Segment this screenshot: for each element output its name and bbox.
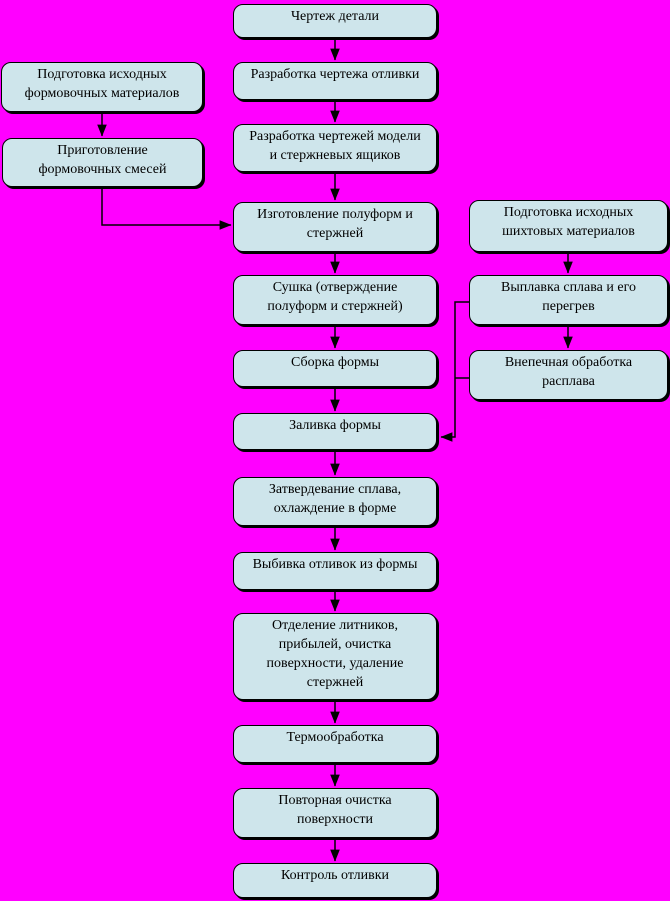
node-charge-materials-prep: Подготовка исходных шихтовых материалов [469,200,668,252]
node-label: Приготовление формовочных смесей [38,143,167,177]
node-label: Изготовление полуформ и стержней [257,207,413,241]
node-label: Выплавка сплава и его перегрев [501,280,636,314]
node-mold-core-making: Изготовление полуформ и стержней [233,202,437,252]
node-alloy-melting-superheat: Выплавка сплава и его перегрев [469,275,668,325]
node-drying-curing: Сушка (отверждение полуформ и стержней) [233,275,437,325]
node-repeat-surface-cleaning: Повторная очистка поверхности [233,788,437,838]
node-label: Затвердевание сплава, охлаждение в форме [268,482,402,516]
node-label: Термообработка [286,730,384,745]
node-label: Сушка (отверждение полуформ и стержней) [267,280,403,314]
node-pattern-corebox-drawings: Разработка чертежей модели и стержневых … [233,124,437,172]
node-part-drawing: Чертеж детали [233,4,437,38]
arrow-l2-c4 [101,187,232,230]
node-label: Подготовка исходных шихтовых материалов [502,205,635,239]
node-casting-inspection: Контроль отливки [233,863,437,898]
node-label: Отделение литников, прибылей, очистка по… [266,618,404,690]
node-label: Чертеж детали [290,9,380,24]
node-label: Повторная очистка поверхности [278,793,392,827]
node-label: Подготовка исходных формовочных материал… [24,67,180,101]
node-heat-treatment: Термообработка [233,725,437,763]
node-mold-assembly: Сборка формы [233,350,437,387]
node-fettling-cleaning: Отделение литников, прибылей, очистка по… [233,613,437,700]
node-label: Выбивка отливок из формы [252,557,418,572]
node-label: Внепечная обработка расплава [504,355,633,389]
node-label: Разработка чертежа отливки [250,67,420,82]
node-molding-sand-preparation: Приготовление формовочных смесей [2,138,203,187]
node-molding-materials-prep: Подготовка исходных формовочных материал… [1,62,203,112]
node-label: Разработка чертежей модели и стержневых … [249,129,421,163]
node-label: Заливка формы [289,418,381,433]
node-solidification-cooling: Затвердевание сплава, охлаждение в форме [233,477,437,526]
node-casting-knockout: Выбивка отливок из формы [233,552,437,590]
arrow-melt-to-pouring [440,301,469,442]
node-label: Контроль отливки [280,868,390,883]
node-casting-drawing: Разработка чертежа отливки [233,62,437,100]
node-label: Сборка формы [290,355,380,370]
node-ladle-melt-treatment: Внепечная обработка расплава [469,350,668,400]
node-mold-pouring: Заливка формы [233,413,437,450]
